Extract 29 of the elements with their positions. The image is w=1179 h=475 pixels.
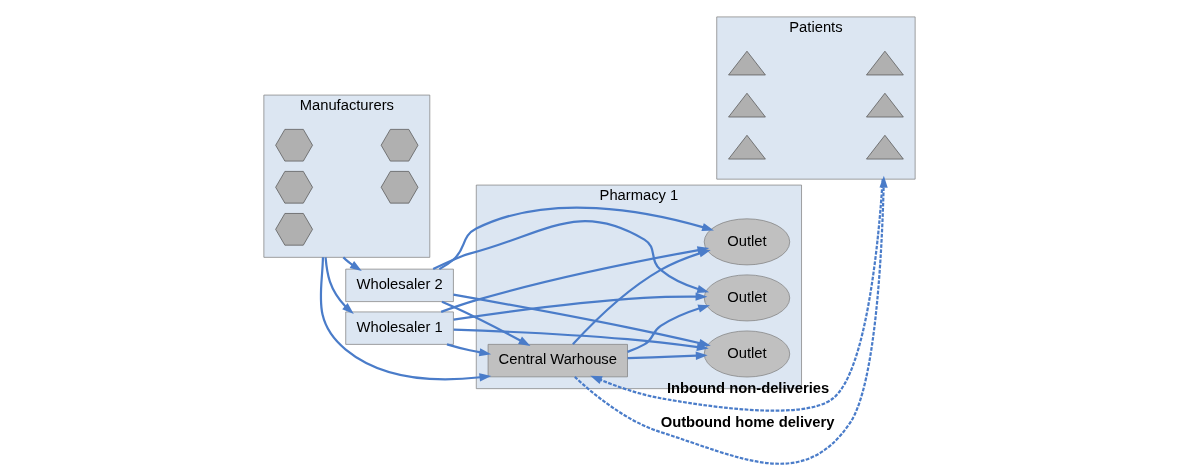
- arrow: [627, 304, 710, 353]
- node-ellipse: Outlet: [703, 330, 791, 378]
- node-triangle: [866, 92, 904, 118]
- node-box: Wholesaler 2: [345, 268, 454, 302]
- arrow: [438, 206, 714, 271]
- node-box: Central Warhouse: [487, 344, 628, 378]
- node-triangle: [728, 92, 766, 118]
- cluster: Manufacturers: [263, 94, 431, 258]
- node-hexagon: [380, 129, 419, 162]
- cluster: Patients: [716, 16, 916, 180]
- node-hexagon: [275, 171, 313, 204]
- arrow: [453, 292, 708, 321]
- node-hexagon: [275, 129, 313, 162]
- arrow: [627, 351, 708, 360]
- node-triangle: [728, 50, 766, 76]
- node-triangle: [728, 134, 766, 160]
- arrow: [572, 249, 711, 346]
- arrow: [453, 328, 709, 352]
- node-box: Wholesaler 1: [345, 311, 454, 345]
- node-triangle: [866, 134, 904, 160]
- arrow: [453, 293, 711, 348]
- node-triangle: [866, 50, 904, 76]
- arrow: [446, 343, 492, 357]
- node-hexagon: [380, 171, 419, 204]
- node-hexagon: [275, 213, 313, 246]
- arrow: [441, 300, 531, 346]
- edge-label: Outbound home delivery: [660, 414, 835, 430]
- node-ellipse: Outlet: [703, 274, 791, 322]
- arrow: [590, 179, 884, 412]
